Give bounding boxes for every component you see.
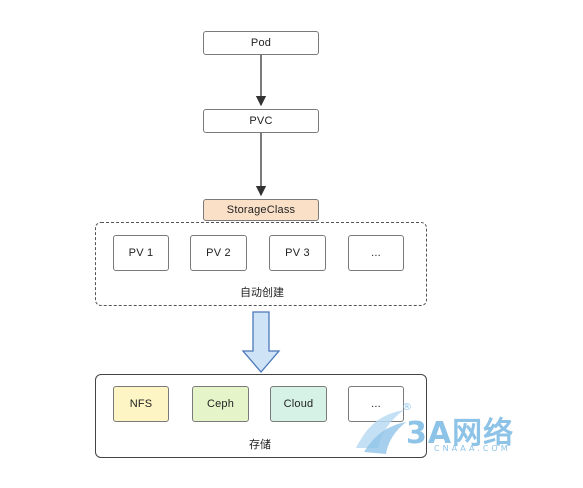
storage-label: 存储 (249, 438, 271, 451)
watermark-brand: 3A网络 (406, 416, 515, 451)
nfs-node: NFS (113, 386, 169, 422)
watermark-registered: ® (402, 402, 412, 413)
pv3-node: PV 3 (269, 235, 326, 271)
pod-node: Pod (203, 31, 319, 55)
storageclass-label: StorageClass (226, 204, 296, 216)
ceph-label: Ceph (206, 398, 235, 410)
cloud-label: Cloud (283, 398, 314, 410)
pv-more-label: ... (371, 247, 381, 259)
watermark-domain: CNAAA.COM (434, 444, 511, 453)
ceph-node: Ceph (192, 386, 249, 422)
pod-label: Pod (250, 37, 272, 49)
storage-group (95, 374, 427, 458)
pv3-label: PV 3 (285, 247, 310, 259)
auto-create-group (95, 222, 427, 306)
big-down-arrow (241, 311, 281, 373)
wave-icon (356, 410, 406, 454)
nfs-label: NFS (129, 398, 153, 410)
pvc-node: PVC (203, 109, 319, 133)
pvc-label: PVC (249, 115, 273, 127)
auto-create-label: 自动创建 (240, 286, 284, 299)
storageclass-node: StorageClass (203, 199, 319, 221)
cloud-node: Cloud (270, 386, 327, 422)
storage-more-label: ... (371, 398, 381, 410)
pv-more-node: ... (348, 235, 404, 271)
watermark-logo: 3A网络 ® CNAAA.COM (352, 402, 562, 460)
pv2-node: PV 2 (190, 235, 247, 271)
pv1-label: PV 1 (128, 247, 154, 259)
pv1-node: PV 1 (113, 235, 169, 271)
pv2-label: PV 2 (206, 247, 231, 259)
